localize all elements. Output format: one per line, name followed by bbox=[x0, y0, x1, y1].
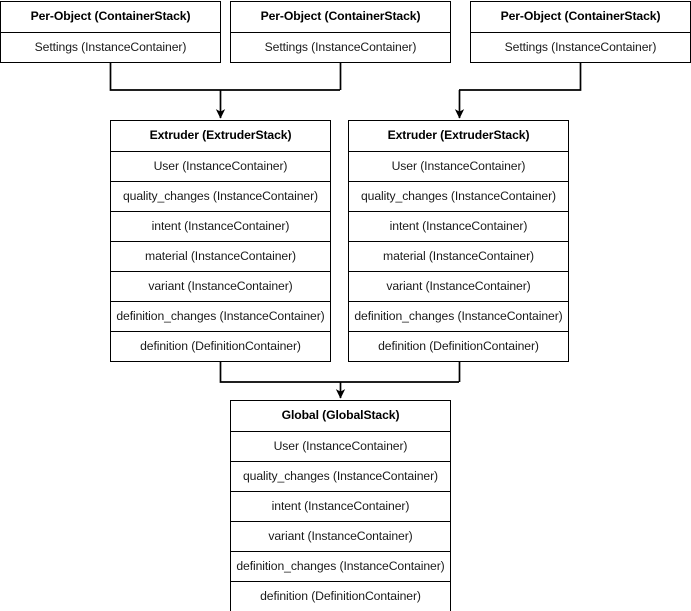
node-global[interactable]: Global (GlobalStack) User (InstanceConta… bbox=[230, 400, 451, 611]
node-row-variant: variant (InstanceContainer) bbox=[349, 271, 568, 301]
node-per-object-1[interactable]: Per-Object (ContainerStack) Settings (In… bbox=[0, 1, 221, 63]
node-per-object-3[interactable]: Per-Object (ContainerStack) Settings (In… bbox=[470, 1, 691, 63]
node-extruder-1[interactable]: Extruder (ExtruderStack) User (InstanceC… bbox=[110, 120, 331, 362]
node-header: Per-Object (ContainerStack) bbox=[30, 9, 191, 23]
node-header: Per-Object (ContainerStack) bbox=[260, 9, 421, 23]
node-row-material: material (InstanceContainer) bbox=[349, 241, 568, 271]
node-row-quality-changes: quality_changes (InstanceContainer) bbox=[349, 181, 568, 211]
node-row-user: User (InstanceContainer) bbox=[231, 431, 450, 461]
node-row-settings: Settings (InstanceContainer) bbox=[1, 32, 220, 62]
node-row-material: material (InstanceContainer) bbox=[111, 241, 330, 271]
edge-perobject3-to-extruder2 bbox=[459, 61, 582, 91]
node-header: Per-Object (ContainerStack) bbox=[500, 9, 661, 23]
node-row-user: User (InstanceContainer) bbox=[349, 151, 568, 181]
edge-perobject1-to-extruder1 bbox=[109, 61, 340, 91]
node-header: Extruder (ExtruderStack) bbox=[149, 128, 292, 142]
node-row-variant: variant (InstanceContainer) bbox=[111, 271, 330, 301]
node-row-definition-changes: definition_changes (InstanceContainer) bbox=[231, 551, 450, 581]
node-row-definition: definition (DefinitionContainer) bbox=[111, 331, 330, 361]
node-row-intent: intent (InstanceContainer) bbox=[231, 491, 450, 521]
node-header: Global (GlobalStack) bbox=[281, 408, 400, 422]
node-row-user: User (InstanceContainer) bbox=[111, 151, 330, 181]
node-row-settings: Settings (InstanceContainer) bbox=[231, 32, 450, 62]
node-row-definition: definition (DefinitionContainer) bbox=[349, 331, 568, 361]
node-row-variant: variant (InstanceContainer) bbox=[231, 521, 450, 551]
node-row-settings: Settings (InstanceContainer) bbox=[471, 32, 690, 62]
node-row-definition-changes: definition_changes (InstanceContainer) bbox=[111, 301, 330, 331]
node-header: Extruder (ExtruderStack) bbox=[387, 128, 530, 142]
node-row-definition: definition (DefinitionContainer) bbox=[231, 581, 450, 611]
node-row-definition-changes: definition_changes (InstanceContainer) bbox=[349, 301, 568, 331]
node-row-quality-changes: quality_changes (InstanceContainer) bbox=[231, 461, 450, 491]
node-extruder-2[interactable]: Extruder (ExtruderStack) User (InstanceC… bbox=[348, 120, 569, 362]
edge-extruder1-to-global bbox=[219, 360, 459, 383]
node-row-intent: intent (InstanceContainer) bbox=[111, 211, 330, 241]
node-row-intent: intent (InstanceContainer) bbox=[349, 211, 568, 241]
node-row-quality-changes: quality_changes (InstanceContainer) bbox=[111, 181, 330, 211]
node-per-object-2[interactable]: Per-Object (ContainerStack) Settings (In… bbox=[230, 1, 451, 63]
